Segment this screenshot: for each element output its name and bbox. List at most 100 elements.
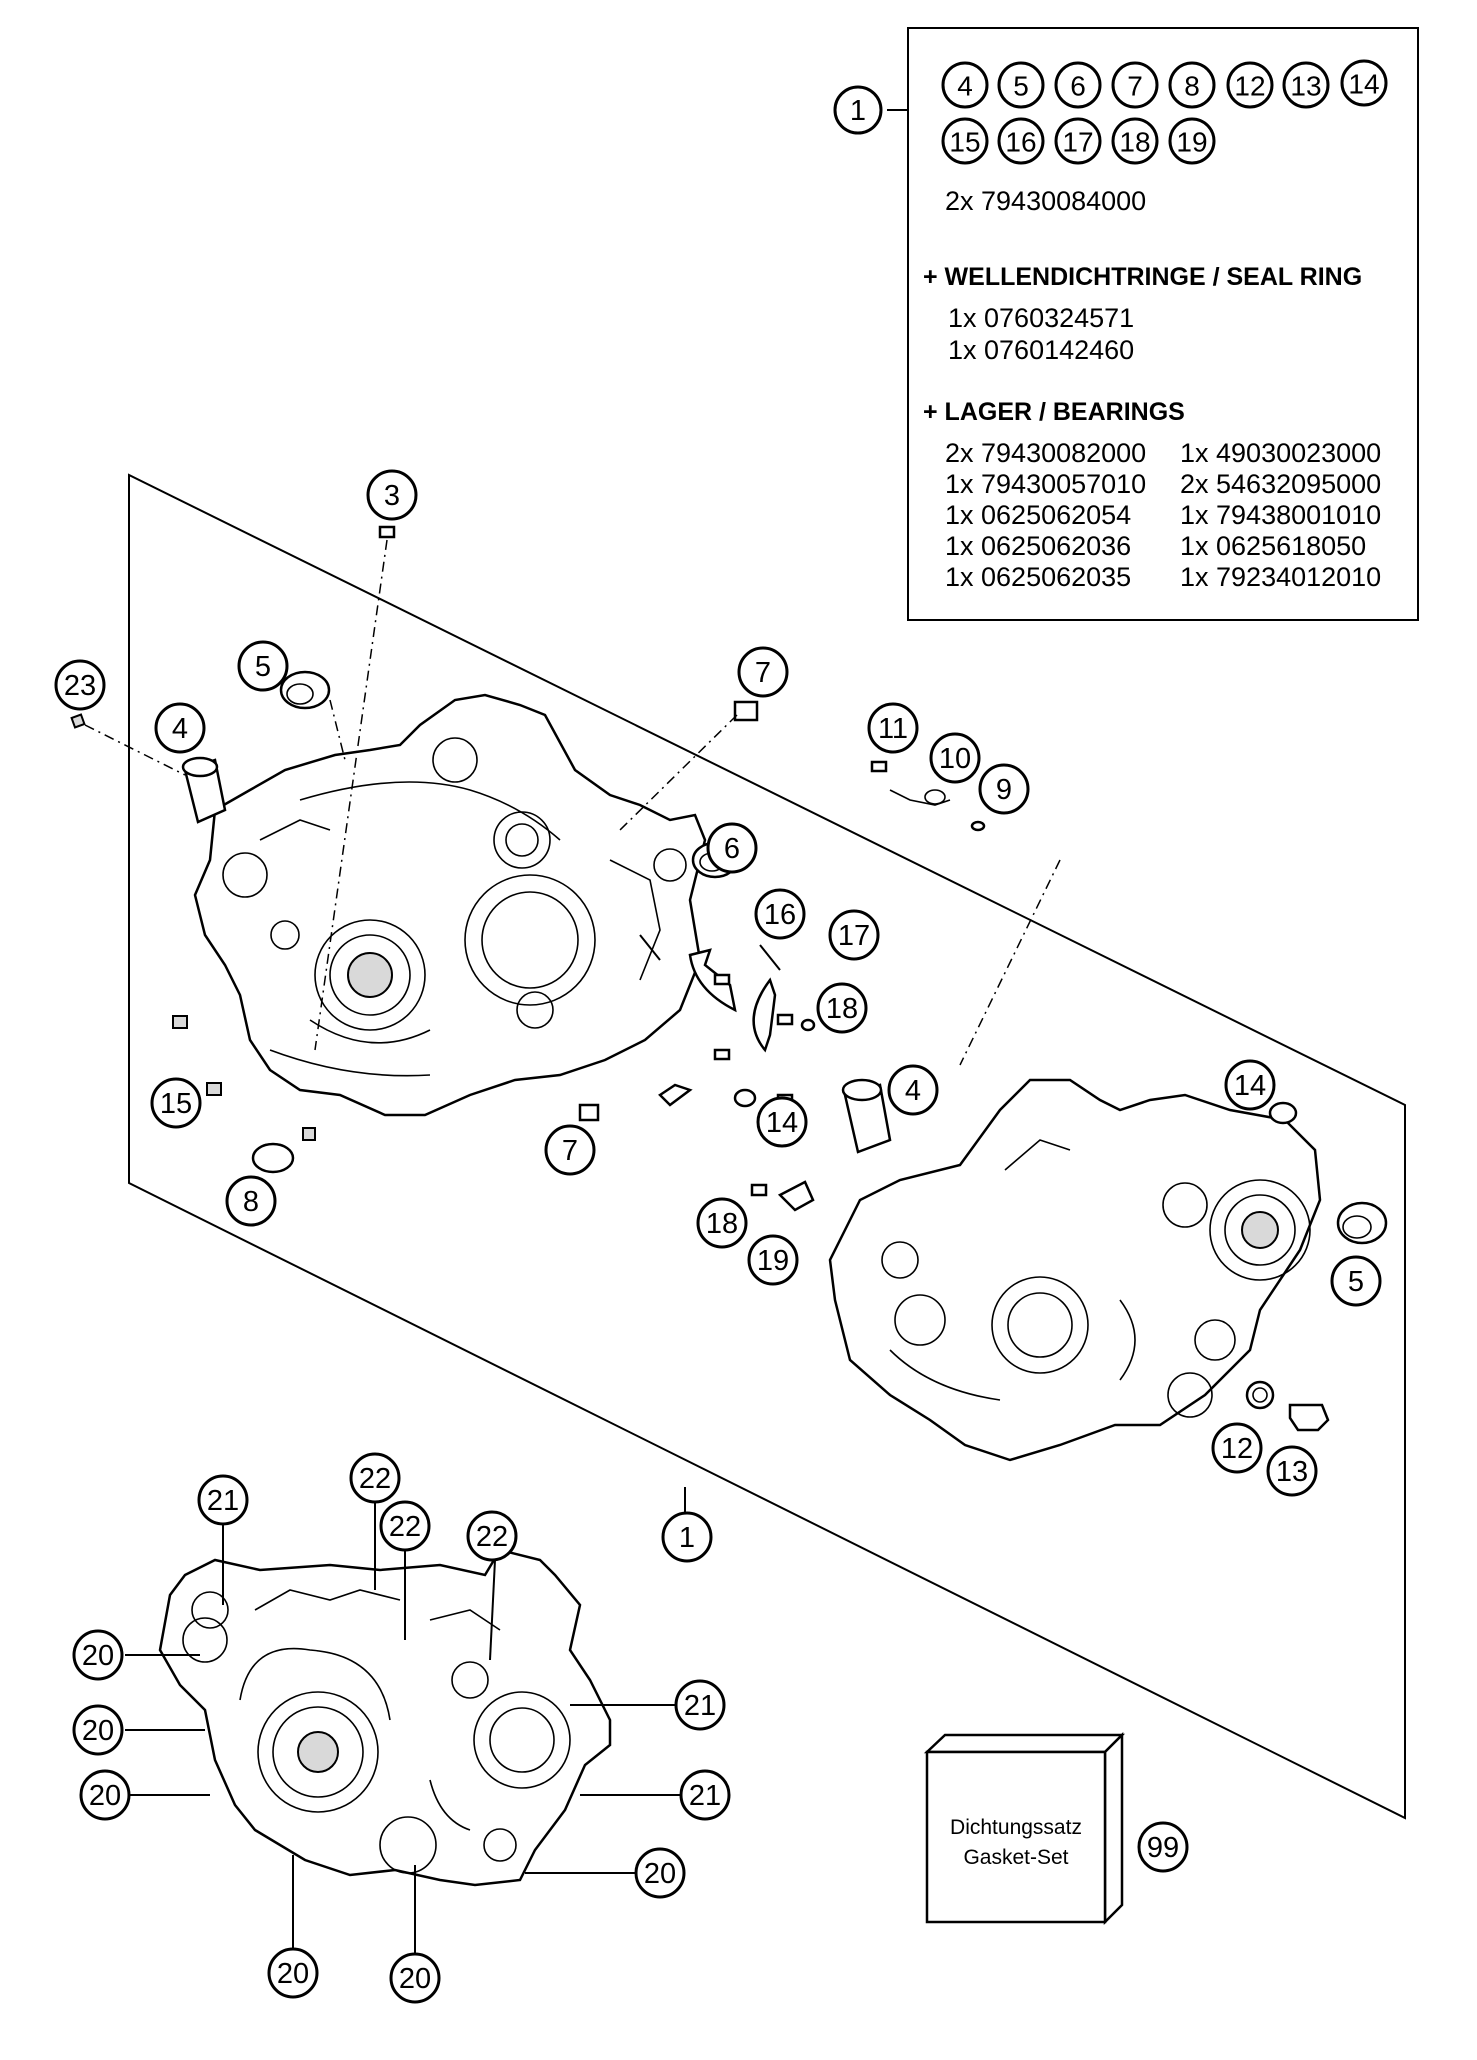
callout-22-a[interactable]: 22 (349, 1452, 401, 1504)
kit-ref-4-label: 4 (957, 71, 973, 102)
kit-base-qty: 2x 79430084000 (945, 186, 1146, 216)
callout-12[interactable]: 12 (1211, 1422, 1263, 1474)
bearing-c2-item-5: 1x 79234012010 (1180, 562, 1381, 592)
callout-7-top[interactable]: 7 (737, 646, 789, 698)
kit-ref-6-label: 6 (1070, 71, 1086, 102)
callout-9[interactable]: 9 (978, 763, 1030, 815)
callout-20-f[interactable]: 20 (389, 1952, 441, 2004)
kit-refs-row2: 15 16 17 18 19 (941, 117, 1216, 165)
callout-4-left[interactable]: 4 (154, 702, 206, 754)
callout-7-top-label: 7 (755, 657, 771, 689)
callout-20-a[interactable]: 20 (72, 1629, 124, 1681)
bushing-5-left (279, 670, 346, 761)
callout-4-right[interactable]: 4 (887, 1064, 939, 1116)
callout-4-right-label: 4 (905, 1075, 921, 1107)
bearing-4-right (841, 1078, 892, 1154)
callout-21-a-label: 21 (207, 1485, 239, 1517)
bearing-retainer-17 (752, 977, 816, 1106)
assembled-crankcase (158, 1548, 612, 1887)
kit-ref-12-label: 12 (1234, 71, 1265, 102)
callout-22-c[interactable]: 22 (466, 1510, 518, 1562)
kit-ref-13: 13 (1282, 61, 1330, 109)
kit-ref-label: 1 (850, 95, 866, 127)
callout-14-right-label: 14 (1234, 1070, 1266, 1102)
assembly-group-frame (128, 473, 1406, 1820)
bearing-c1-item-4: 1x 0625062036 (945, 531, 1131, 561)
callout-3-label: 3 (384, 480, 400, 512)
callout-13-label: 13 (1276, 1456, 1308, 1488)
kit-ref-8: 8 (1168, 61, 1216, 109)
callout-6[interactable]: 6 (706, 822, 758, 874)
callout-22-b[interactable]: 22 (379, 1500, 431, 1552)
callout-16[interactable]: 16 (754, 888, 806, 940)
left-crankcase-half (193, 693, 707, 1117)
bearing-c1-item-3: 1x 0625062054 (945, 500, 1131, 530)
bearing-c2-item-1: 1x 49030023000 (1180, 438, 1381, 468)
callout-18-right[interactable]: 18 (816, 982, 868, 1034)
bushing-14-right (1268, 1101, 1298, 1125)
callout-15[interactable]: 15 (150, 1077, 202, 1129)
kit-ref-callout[interactable]: 1 (833, 85, 883, 135)
callout-8[interactable]: 8 (225, 1175, 277, 1227)
callout-4-left-label: 4 (172, 713, 188, 745)
upper-leader-lines (639, 934, 781, 971)
callout-20-c[interactable]: 20 (79, 1769, 131, 1821)
bearing-c2-item-3: 1x 79438001010 (1180, 500, 1381, 530)
callout-22-b-label: 22 (389, 1511, 421, 1543)
washer-12-plug-13 (1245, 1380, 1330, 1432)
gasket-set-label-en: Gasket-Set (963, 1846, 1068, 1869)
callout-18-mid[interactable]: 18 (696, 1197, 748, 1249)
kit-ref-18-label: 18 (1119, 127, 1150, 158)
callout-20-c-label: 20 (89, 1780, 121, 1812)
plug-15 (172, 1015, 222, 1096)
callout-21-c[interactable]: 21 (679, 1769, 731, 1821)
kit-ref-5: 5 (997, 61, 1045, 109)
callout-19[interactable]: 19 (747, 1234, 799, 1286)
callout-12-label: 12 (1221, 1433, 1253, 1465)
callout-6-label: 6 (724, 833, 740, 865)
screw-23 (70, 713, 186, 776)
callout-99-label: 99 (1147, 1832, 1179, 1864)
kit-ref-16: 16 (997, 117, 1045, 165)
callout-16-label: 16 (764, 899, 796, 931)
callout-22-c-label: 22 (476, 1521, 508, 1553)
torque-point-leaders (125, 1502, 680, 1953)
callout-3[interactable]: 3 (366, 469, 418, 521)
callout-14-right[interactable]: 14 (1224, 1059, 1276, 1111)
callout-17[interactable]: 17 (828, 909, 880, 961)
callout-14-mid[interactable]: 14 (756, 1096, 808, 1148)
callout-21-b[interactable]: 21 (674, 1679, 726, 1731)
callout-20-f-label: 20 (399, 1963, 431, 1995)
kit-ref-17: 17 (1054, 117, 1102, 165)
kit-ref-18: 18 (1111, 117, 1159, 165)
callout-20-e-label: 20 (277, 1958, 309, 1990)
callout-17-label: 17 (838, 920, 870, 952)
kit-ref-14: 14 (1340, 59, 1388, 107)
callout-20-e[interactable]: 20 (267, 1947, 319, 1999)
callout-10[interactable]: 10 (929, 732, 981, 784)
callout-7-bottom[interactable]: 7 (544, 1124, 596, 1176)
callout-22-a-label: 22 (359, 1463, 391, 1495)
callout-13[interactable]: 13 (1266, 1445, 1318, 1497)
kit-ref-6: 6 (1054, 61, 1102, 109)
callout-5-right-label: 5 (1348, 1266, 1364, 1298)
callout-10-label: 10 (939, 743, 971, 775)
gasket-set-label-de: Dichtungssatz (950, 1816, 1082, 1839)
callout-20-d[interactable]: 20 (634, 1847, 686, 1899)
callout-11-label: 11 (878, 713, 908, 745)
callout-23[interactable]: 23 (54, 659, 106, 711)
callout-15-label: 15 (160, 1088, 192, 1120)
bearings-column-2: 1x 49030023000 2x 54632095000 1x 7943800… (1180, 438, 1381, 592)
callout-5-left-label: 5 (255, 651, 271, 683)
callout-5-left[interactable]: 5 (237, 640, 289, 692)
kit-ref-15: 15 (941, 117, 989, 165)
bearing-c1-item-1: 2x 79430082000 (945, 438, 1146, 468)
callout-1-bottom[interactable]: 1 (661, 1511, 713, 1563)
callout-20-b[interactable]: 20 (72, 1704, 124, 1756)
callout-21-a[interactable]: 21 (197, 1474, 249, 1526)
callout-5-right[interactable]: 5 (1330, 1255, 1382, 1307)
bearing-c1-item-2: 1x 79430057010 (945, 469, 1146, 499)
callout-99[interactable]: 99 (1137, 1821, 1189, 1873)
kit-ref-17-label: 17 (1062, 127, 1093, 158)
callout-11[interactable]: 11 (867, 702, 919, 754)
